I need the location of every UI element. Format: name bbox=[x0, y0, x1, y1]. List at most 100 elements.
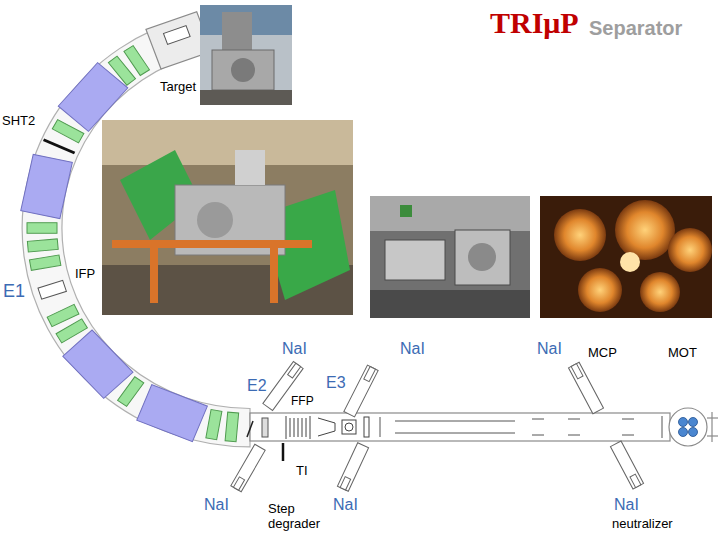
electrode-lines bbox=[532, 435, 544, 436]
nai-detector bbox=[231, 444, 265, 492]
electrode-lines bbox=[395, 421, 515, 422]
quadrupole-magnet bbox=[29, 255, 60, 270]
detector-label: E3 bbox=[326, 374, 346, 392]
part-label: TI bbox=[296, 464, 308, 479]
nai-detector bbox=[610, 441, 643, 489]
part-label: SHT2 bbox=[2, 114, 35, 129]
beamline bbox=[250, 413, 670, 441]
nai-detector bbox=[568, 362, 603, 414]
step-degrader bbox=[294, 418, 295, 437]
electrode-lines bbox=[380, 417, 381, 437]
detector-label: NaI bbox=[537, 340, 562, 358]
beamline-photo bbox=[385, 240, 445, 280]
detector-label: NaI bbox=[333, 496, 358, 514]
electrode-lines bbox=[622, 419, 634, 420]
separator-photo bbox=[150, 248, 158, 303]
nai-detector bbox=[337, 443, 368, 492]
target-photo bbox=[200, 5, 292, 105]
beamline-photo bbox=[468, 243, 496, 271]
part-label: MOT bbox=[668, 346, 697, 361]
quadrupole-magnet bbox=[27, 239, 58, 252]
mot-photo bbox=[540, 196, 712, 318]
mot-photo bbox=[620, 252, 640, 272]
beamline-photo bbox=[370, 196, 530, 318]
beamline-photo bbox=[370, 196, 530, 318]
part-label: IFP bbox=[75, 267, 95, 282]
part-label: FFP bbox=[291, 395, 314, 409]
target-photo bbox=[200, 5, 292, 105]
e3-detector bbox=[342, 420, 356, 434]
electrode-lines bbox=[568, 419, 580, 420]
mot-cloud bbox=[689, 418, 698, 427]
nai-detector bbox=[344, 365, 378, 417]
mot-photo bbox=[668, 228, 712, 272]
nai-detector bbox=[288, 363, 301, 378]
target-photo bbox=[200, 90, 292, 105]
beamline-photo bbox=[455, 230, 510, 285]
detector-label: NaI bbox=[400, 340, 425, 358]
beamline bbox=[669, 408, 707, 446]
dipole-magnet bbox=[63, 330, 133, 398]
step-degrader bbox=[306, 418, 307, 437]
quadrupole-magnet bbox=[225, 412, 239, 442]
dipole-magnet bbox=[21, 154, 73, 218]
detector-label: NaI bbox=[282, 340, 307, 358]
electrode-lines bbox=[395, 433, 515, 434]
mot-cloud bbox=[679, 418, 688, 427]
step-degrader bbox=[286, 416, 287, 439]
nai-detector bbox=[233, 477, 244, 490]
nai-detector bbox=[231, 361, 644, 491]
e3-detector bbox=[364, 417, 369, 437]
e2-foil bbox=[247, 421, 253, 437]
step-degrader bbox=[298, 418, 299, 437]
nai-detector bbox=[630, 474, 641, 487]
e3-detector bbox=[318, 417, 369, 437]
nai-detector bbox=[337, 443, 368, 492]
nai-detector bbox=[231, 444, 265, 492]
electrode-lines bbox=[532, 419, 544, 420]
beamline-photo bbox=[370, 290, 530, 318]
mot-photo bbox=[554, 209, 606, 261]
mot-photo bbox=[615, 200, 675, 260]
beamline bbox=[250, 408, 718, 446]
electrode-lines bbox=[662, 416, 663, 438]
e3-detector bbox=[318, 418, 335, 436]
separator-photo bbox=[102, 120, 353, 315]
nai-detector bbox=[568, 362, 603, 414]
step-degrader bbox=[302, 418, 303, 437]
dipole-magnet bbox=[137, 385, 208, 442]
beamline-photo bbox=[370, 196, 530, 231]
detector-label: NaI bbox=[204, 496, 229, 514]
quadrupole-magnet bbox=[27, 223, 57, 234]
nai-detector bbox=[344, 365, 378, 417]
beamline-photo bbox=[400, 205, 412, 217]
mot-cloud bbox=[679, 428, 688, 437]
electrode-lines bbox=[380, 416, 662, 438]
step-degrader bbox=[290, 418, 291, 437]
step-degrader bbox=[286, 416, 310, 439]
electrode-lines bbox=[622, 435, 634, 436]
ffp-detector bbox=[262, 418, 268, 437]
step-degrader bbox=[310, 416, 311, 439]
target-chamber bbox=[163, 26, 190, 45]
nai-detector bbox=[571, 364, 583, 379]
title-text: Separator bbox=[589, 17, 682, 40]
separator-photo bbox=[102, 120, 353, 165]
separator-photo bbox=[197, 202, 233, 238]
e1-detector bbox=[38, 280, 66, 299]
beamline bbox=[711, 412, 712, 442]
part-label: Target bbox=[160, 80, 196, 95]
separator-photo bbox=[102, 120, 353, 315]
separator-photo bbox=[235, 150, 265, 185]
separator-photo bbox=[270, 248, 278, 303]
detector-label: E1 bbox=[3, 281, 25, 302]
electrode-lines bbox=[568, 435, 580, 436]
nai-detector bbox=[610, 441, 643, 489]
target-photo bbox=[212, 50, 274, 90]
e3-detector bbox=[345, 423, 353, 431]
separator-photo bbox=[112, 240, 312, 248]
part-label: MCP bbox=[588, 346, 617, 361]
